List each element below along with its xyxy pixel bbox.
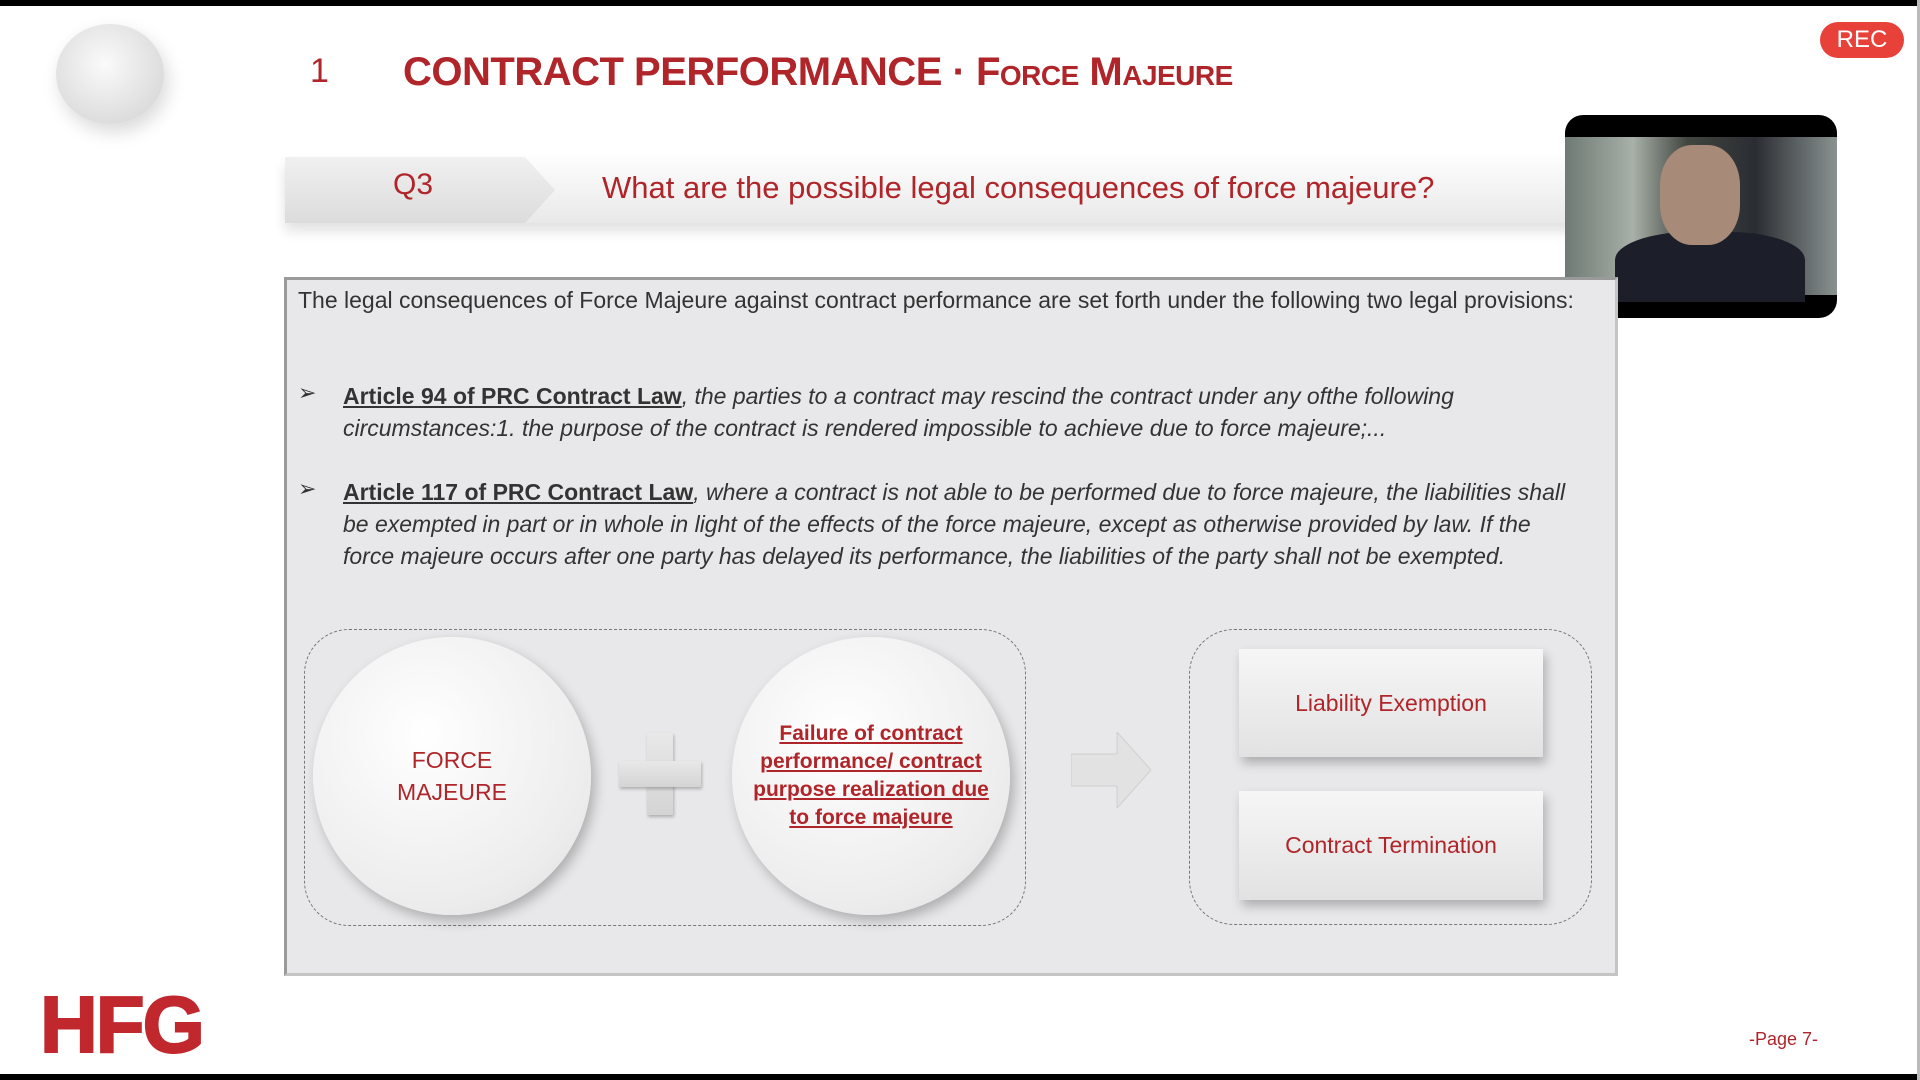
force-majeure-circle: FORCE MAJEURE [313, 637, 591, 915]
section-number: 1 [310, 52, 329, 90]
intro-text: The legal consequences of Force Majeure … [298, 287, 1574, 313]
hfg-logo: HFG [39, 980, 206, 1069]
presenter-face [1660, 145, 1740, 245]
question-tag: Q3 [393, 168, 434, 201]
webcam-video[interactable] [1565, 115, 1837, 318]
contract-termination-box: Contract Termination [1239, 791, 1543, 900]
question-text: What are the possible legal consequences… [602, 170, 1435, 205]
result-group [1189, 629, 1592, 925]
bullet-arrow-icon: ➢ [298, 380, 317, 405]
slide-title: CONTRACT PERFORMANCE · Force Majeure [403, 50, 1233, 95]
article-117-text: , where a contract is not able to be per… [343, 479, 1566, 569]
title-main: CONTRACT PERFORMANCE [403, 50, 942, 94]
video-frame [1565, 137, 1837, 302]
cause-group [304, 629, 1026, 926]
arrow-right-icon [1071, 732, 1151, 808]
bullet-arrow-icon: ➢ [298, 476, 317, 501]
plus-icon [619, 733, 701, 815]
page-number: -Page 7- [1749, 1029, 1819, 1049]
article-94-text: , the parties to a contract may rescind … [343, 383, 1454, 441]
liability-exemption-box: Liability Exemption [1239, 649, 1543, 757]
article-94-title: Article 94 of PRC Contract Law [343, 383, 682, 409]
top-bar [0, 0, 1920, 6]
bullet-article-94: Article 94 of PRC Contract Law, the part… [343, 380, 1583, 444]
bottom-bar [0, 1074, 1920, 1080]
question-tab [285, 157, 555, 223]
right-edge [1917, 0, 1920, 1080]
article-117-title: Article 117 of PRC Contract Law [343, 479, 694, 505]
rec-indicator[interactable]: REC [1820, 22, 1904, 58]
decorative-circle [56, 24, 164, 124]
title-separator: · [952, 50, 966, 94]
bullet-article-117: Article 117 of PRC Contract Law, where a… [343, 476, 1583, 572]
title-sub: Force Majeure [975, 50, 1233, 94]
failure-circle: Failure of contract performance/ contrac… [732, 637, 1010, 915]
